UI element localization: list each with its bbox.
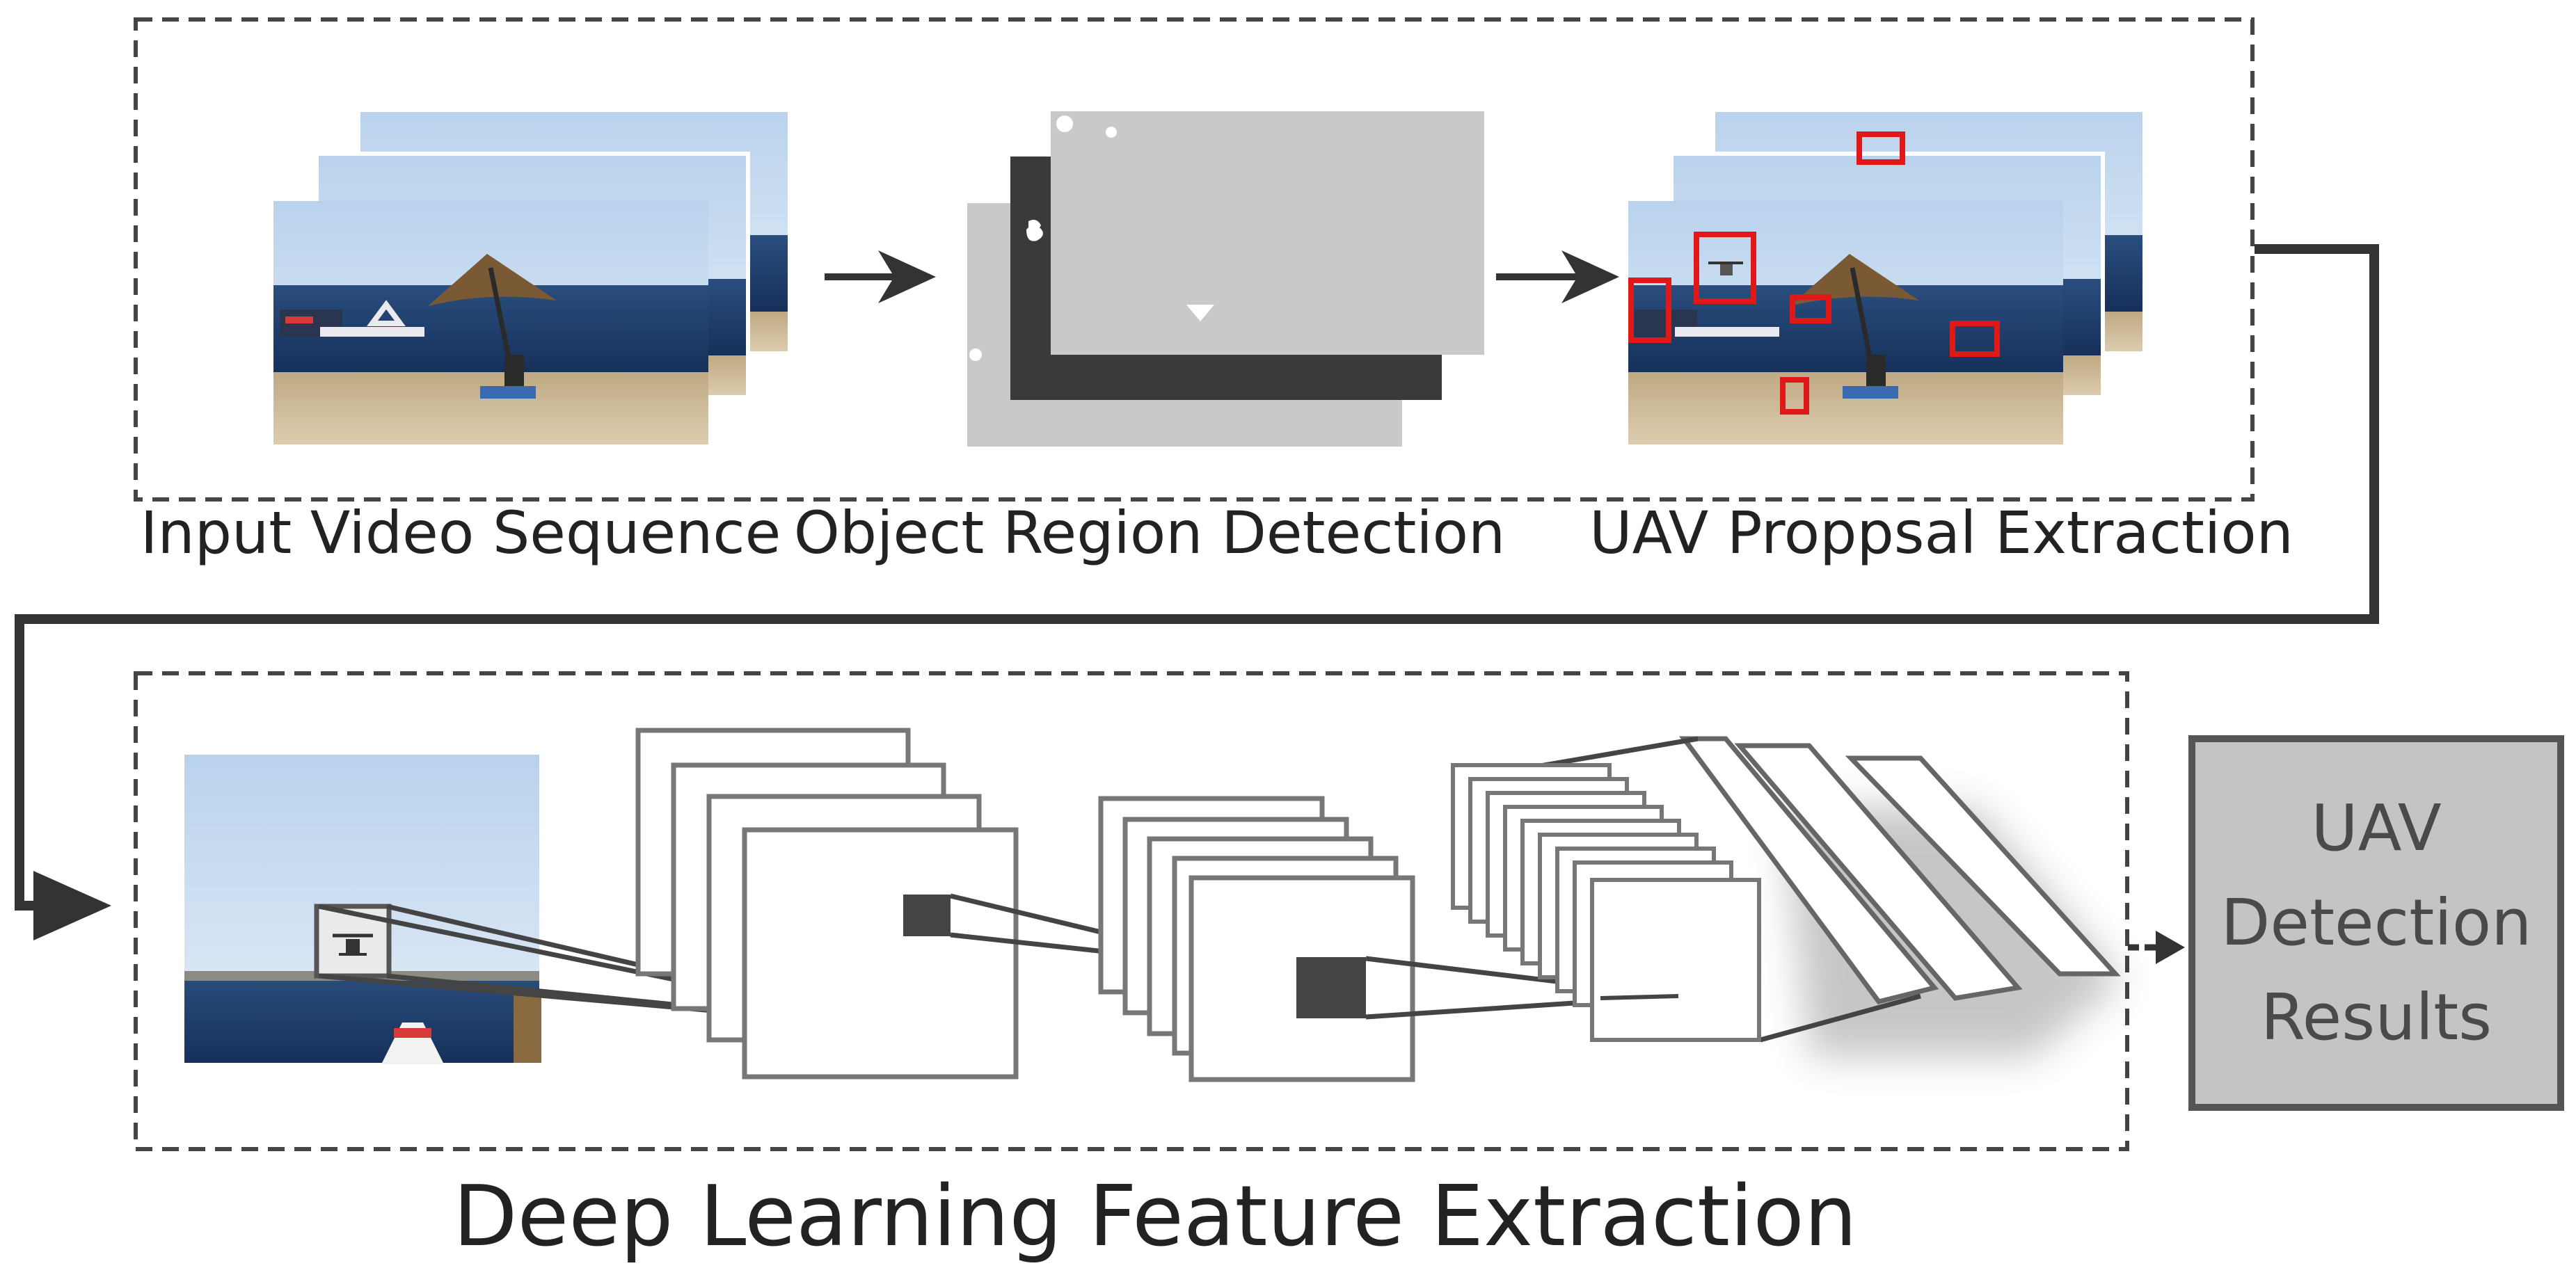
fc-layers bbox=[1679, 736, 2121, 1004]
flow-arrow-1-head bbox=[878, 250, 936, 303]
label-uav-proposal-extraction: UAV Proppsal Extraction bbox=[1589, 499, 2293, 567]
proposal-boxes bbox=[1628, 131, 2000, 415]
proposal-box-1 bbox=[1857, 131, 1905, 165]
conv-block-1 bbox=[635, 728, 1019, 1080]
beach-umbrella-icon bbox=[428, 254, 557, 399]
uav-proposal-extraction-stack bbox=[1628, 108, 2147, 444]
proposal-box-3 bbox=[1628, 278, 1671, 343]
results-label-line-2: Detection bbox=[2221, 885, 2532, 960]
mask-front bbox=[1051, 111, 1484, 355]
fc-layer-1 bbox=[1679, 736, 1939, 1004]
conv-kernel-2 bbox=[1296, 957, 1366, 1018]
results-label-line-1: UAV bbox=[2311, 791, 2441, 865]
connector-line bbox=[15, 244, 2379, 911]
results-label-line-3: Results bbox=[2261, 980, 2492, 1055]
fc-connection-lines bbox=[1536, 736, 1921, 1043]
proposal-box-2 bbox=[1694, 232, 1756, 304]
inflatable-float-icon bbox=[280, 300, 424, 337]
label-deep-learning-feature-extraction: Deep Learning Feature Extraction bbox=[453, 1169, 1857, 1265]
input-video-sequence-stack bbox=[273, 108, 792, 444]
drone-icon bbox=[333, 933, 373, 956]
output-arrow-head bbox=[2156, 931, 2185, 964]
top-stage-frame bbox=[134, 17, 2255, 502]
conv-block-2 bbox=[1098, 796, 1415, 1082]
drone-icon bbox=[1708, 262, 1743, 275]
proposal-box-4 bbox=[1790, 294, 1831, 323]
label-object-region-detection: Object Region Detection bbox=[794, 499, 1506, 567]
proposal-crop-image bbox=[184, 755, 541, 1064]
uav-detection-results-box bbox=[2188, 735, 2564, 1111]
conv-block-3 bbox=[1451, 763, 1761, 1042]
feature-extraction-frame bbox=[134, 671, 2129, 1151]
conv3-projection-tip bbox=[1600, 994, 1679, 1000]
fc-layer-3 bbox=[1845, 755, 2121, 977]
fc-layer-2 bbox=[1734, 743, 2023, 1001]
flow-arrow-2-head bbox=[1561, 250, 1619, 303]
label-input-video-sequence: Input Video Sequence bbox=[141, 499, 781, 567]
proposal-box-6 bbox=[1780, 377, 1809, 415]
connector-arrow-head bbox=[33, 871, 111, 940]
proposal-box-5 bbox=[1950, 321, 2000, 357]
conv-kernel-1 bbox=[903, 895, 951, 936]
object-region-detection-masks bbox=[967, 111, 1484, 447]
video-frame-front bbox=[273, 201, 708, 444]
